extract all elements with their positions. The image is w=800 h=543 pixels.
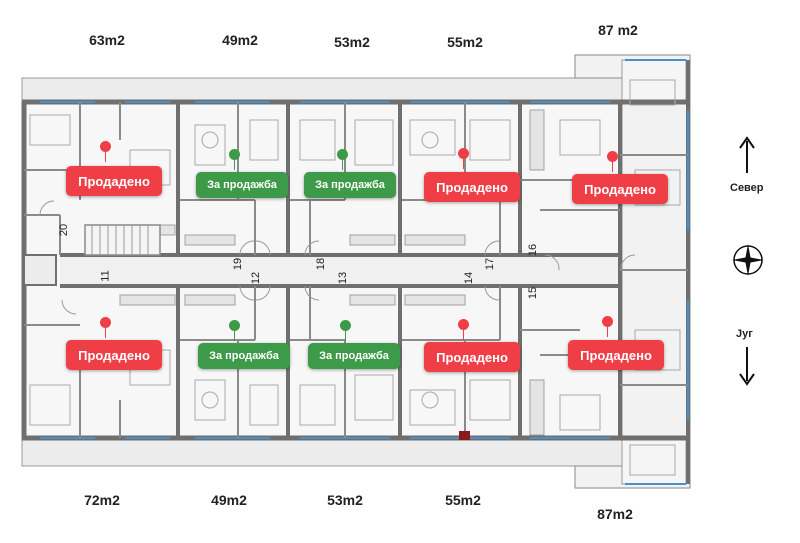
- status-pin-top-2: [229, 149, 240, 160]
- room-number-14: 14: [463, 271, 476, 285]
- apartment-status-bottom-3[interactable]: За продажба: [308, 343, 400, 369]
- apartment-status-top-2[interactable]: За продажба: [196, 172, 288, 198]
- room-number-19: 19: [232, 257, 245, 271]
- room-number-18: 18: [315, 257, 328, 271]
- status-pin-top-3: [337, 149, 348, 160]
- status-pin-top-4: [458, 148, 469, 159]
- status-pin-top-1: [100, 141, 111, 152]
- status-pin-bottom-5: [602, 316, 613, 327]
- apartment-status-top-1[interactable]: Продадено: [66, 166, 162, 196]
- area-label-bottom-2: 49m2: [211, 492, 247, 508]
- area-label-bottom-5: 87m2: [597, 506, 633, 522]
- compass-south-label: Југ: [736, 328, 753, 340]
- area-label-top-2: 49m2: [222, 32, 258, 48]
- status-pin-top-5: [607, 151, 618, 162]
- apartment-status-top-4[interactable]: Продадено: [424, 172, 520, 202]
- compass-rose-icon: [732, 244, 764, 276]
- north-arrow-icon: [739, 136, 755, 173]
- status-pin-bottom-3: [340, 320, 351, 331]
- apartment-status-bottom-2[interactable]: За продажба: [198, 343, 290, 369]
- apartment-status-bottom-4[interactable]: Продадено: [424, 342, 520, 372]
- area-label-bottom-3: 53m2: [327, 492, 363, 508]
- status-pin-bottom-4: [458, 319, 469, 330]
- area-label-top-3: 53m2: [334, 34, 370, 50]
- compass-north-label: Север: [730, 182, 764, 194]
- room-number-15: 15: [527, 286, 540, 300]
- area-label-top-1: 63m2: [89, 32, 125, 48]
- room-number-13: 13: [337, 271, 350, 285]
- apartment-status-bottom-5[interactable]: Продадено: [568, 340, 664, 370]
- room-number-12: 12: [250, 271, 263, 285]
- area-label-bottom-4: 55m2: [445, 492, 481, 508]
- area-label-top-5: 87 m2: [598, 22, 638, 38]
- apartment-status-top-3[interactable]: За продажба: [304, 172, 396, 198]
- south-arrow-icon: [739, 347, 755, 386]
- apartment-status-bottom-1[interactable]: Продадено: [66, 340, 162, 370]
- room-number-17: 17: [484, 257, 497, 271]
- room-number-16: 16: [527, 243, 540, 257]
- status-pin-bottom-1: [100, 317, 111, 328]
- room-number-20: 20: [58, 223, 71, 237]
- area-label-top-4: 55m2: [447, 34, 483, 50]
- room-number-11: 11: [99, 270, 112, 282]
- area-label-bottom-1: 72m2: [84, 492, 120, 508]
- status-pin-bottom-2: [229, 320, 240, 331]
- apartment-status-top-5[interactable]: Продадено: [572, 174, 668, 204]
